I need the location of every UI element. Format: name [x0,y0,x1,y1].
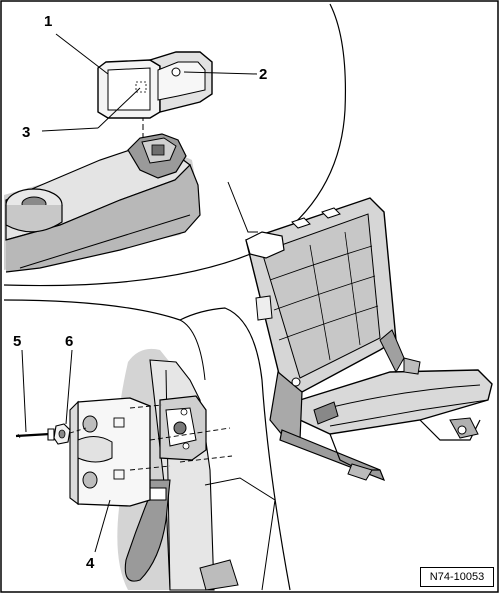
detail-pointer [227,181,258,233]
callout-6: 6 [65,333,74,350]
seat-illustration [245,197,493,482]
callout-5: 5 [13,333,22,350]
callout-1: 1 [44,13,53,30]
callout-3: 3 [22,124,31,141]
reference-code-box: N74-10053 [420,567,494,587]
callout-4: 4 [86,555,95,572]
detail-bracket [3,299,291,591]
detail-boundary-curve [3,3,346,287]
detail-armrest-cap [4,33,258,273]
callout-2: 2 [259,66,268,83]
